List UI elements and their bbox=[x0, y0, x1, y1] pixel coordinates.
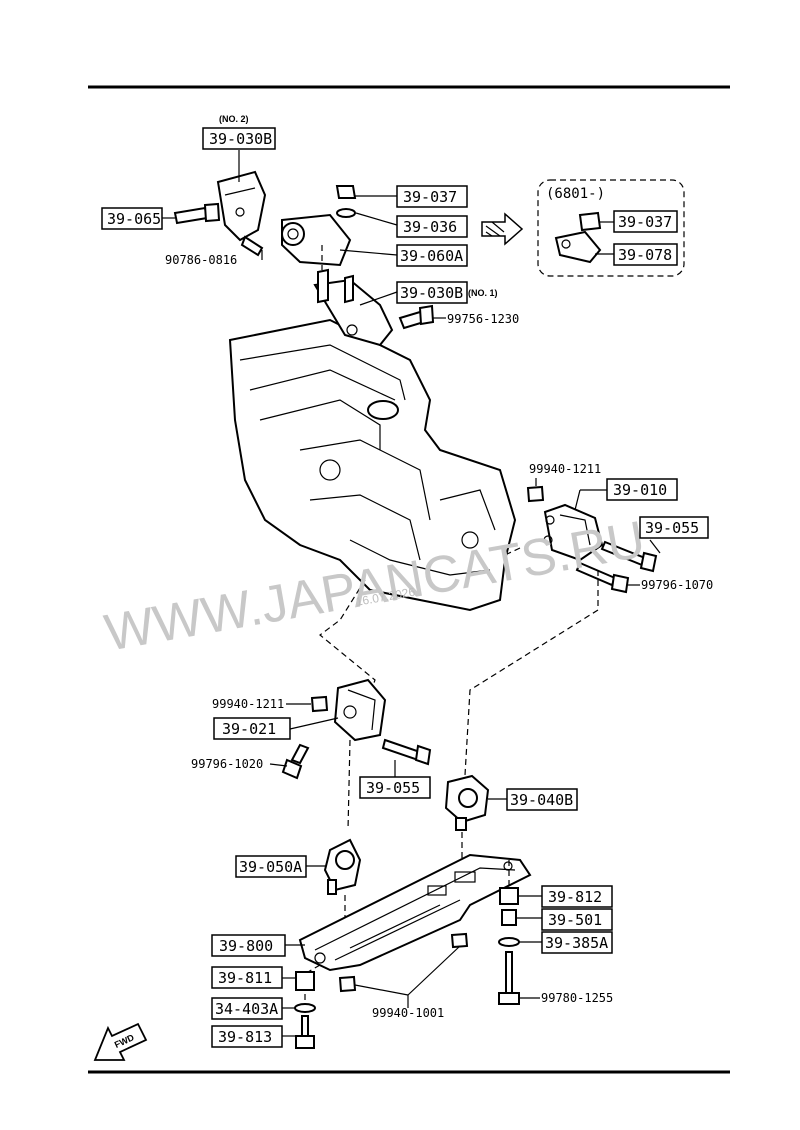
nut-99940-1211-upper bbox=[526, 485, 545, 503]
svg-text:39-812: 39-812 bbox=[548, 888, 602, 906]
mount-bracket-no2 bbox=[216, 170, 267, 242]
bolt-99780-1255 bbox=[498, 951, 540, 1005]
svg-text:39-055: 39-055 bbox=[645, 519, 699, 537]
part-box-39-065: 39-065 bbox=[101, 207, 163, 230]
bolt-99756-1230 bbox=[398, 304, 435, 330]
note-no1: (NO. 1) bbox=[468, 288, 498, 298]
svg-text:39-037: 39-037 bbox=[618, 213, 672, 231]
part-box-39-501: 39-501 bbox=[541, 908, 613, 931]
part-box-39-030B-top: 39-030B bbox=[202, 127, 276, 150]
note-variant: (6801-) bbox=[546, 186, 605, 202]
bolt-39-055-upper bbox=[600, 540, 658, 573]
svg-text:39-055: 39-055 bbox=[366, 779, 420, 797]
svg-text:39-037: 39-037 bbox=[403, 188, 457, 206]
part-box-39-055-lower: 39-055 bbox=[359, 776, 431, 799]
nut-99940-1001-right bbox=[450, 932, 469, 949]
bracket-39-030B-no1 bbox=[313, 268, 394, 347]
dashed-connect-mid bbox=[347, 739, 351, 831]
mount-39-021 bbox=[333, 678, 387, 742]
nut-39-037-top bbox=[335, 185, 357, 199]
svg-text:39-078: 39-078 bbox=[618, 246, 672, 264]
mount-39-050A bbox=[306, 838, 362, 895]
part-box-39-813: 39-813 bbox=[211, 1025, 283, 1048]
svg-text:39-060A: 39-060A bbox=[400, 247, 463, 265]
part-box-39-060A: 39-060A bbox=[396, 244, 468, 267]
svg-text:39-050A: 39-050A bbox=[239, 858, 302, 876]
part-box-39-030B-no1: 39-030B bbox=[396, 281, 468, 304]
part-box-34-403A: 34-403A bbox=[211, 997, 283, 1020]
part-box-39-036: 39-036 bbox=[396, 215, 468, 238]
mount-39-010 bbox=[543, 503, 604, 562]
label-90786-0816: 90786-0816 bbox=[165, 253, 237, 267]
mount-39-040B bbox=[444, 774, 507, 831]
svg-text:39-040B: 39-040B bbox=[510, 791, 573, 809]
label-99780-1255: 99780-1255 bbox=[541, 991, 613, 1005]
note-no2: (NO. 2) bbox=[219, 114, 249, 124]
part-box-39-812: 39-812 bbox=[541, 885, 613, 908]
leader-lines-mid bbox=[269, 703, 396, 778]
part-box-39-021: 39-021 bbox=[213, 717, 291, 740]
label-99940-1001: 99940-1001 bbox=[372, 1006, 444, 1020]
crossmember-39-800 bbox=[285, 853, 532, 972]
svg-text:39-030B: 39-030B bbox=[400, 284, 463, 302]
part-box-39-800: 39-800 bbox=[211, 934, 286, 957]
bolt-39-813 bbox=[282, 1015, 315, 1049]
label-99796-1020: 99796-1020 bbox=[191, 757, 263, 771]
svg-text:39-010: 39-010 bbox=[613, 481, 667, 499]
svg-text:39-021: 39-021 bbox=[222, 720, 276, 738]
bolt-39-065 bbox=[173, 202, 221, 225]
bushing-39-811 bbox=[282, 971, 315, 991]
svg-text:34-403A: 34-403A bbox=[215, 1000, 278, 1018]
leader-lines-right bbox=[535, 478, 661, 586]
svg-text:39-800: 39-800 bbox=[219, 937, 273, 955]
dashed-connect-813 bbox=[304, 964, 321, 1004]
svg-text:39-811: 39-811 bbox=[218, 969, 272, 987]
dashed-connect-right bbox=[464, 547, 599, 776]
svg-text:39-030B: 39-030B bbox=[209, 130, 272, 148]
bolt-90786-0816 bbox=[240, 235, 264, 257]
part-box-39-078: 39-078 bbox=[613, 243, 678, 266]
part-box-39-811: 39-811 bbox=[211, 966, 283, 989]
bolt-99796-1070 bbox=[575, 561, 630, 594]
nut-99940-1211-lower bbox=[310, 695, 329, 713]
part-box-39-010: 39-010 bbox=[606, 478, 678, 501]
label-99756-1230: 99756-1230 bbox=[447, 312, 519, 326]
part-box-39-037-variant: 39-037 bbox=[613, 210, 678, 233]
svg-text:39-813: 39-813 bbox=[218, 1028, 272, 1046]
svg-text:39-501: 39-501 bbox=[548, 911, 602, 929]
washer-39-036 bbox=[336, 208, 356, 218]
nut-39-037-variant bbox=[578, 211, 602, 232]
part-box-39-385A: 39-385A bbox=[541, 931, 613, 954]
svg-text:39-385A: 39-385A bbox=[545, 934, 608, 952]
part-box-39-040B: 39-040B bbox=[506, 788, 578, 811]
engine-assembly-drawing bbox=[228, 318, 517, 612]
bolt-39-055-lower bbox=[381, 738, 432, 766]
part-box-39-055-upper: 39-055 bbox=[639, 516, 709, 539]
svg-text:39-036: 39-036 bbox=[403, 218, 457, 236]
variant-detail-frame bbox=[537, 179, 685, 277]
collar-39-501 bbox=[501, 909, 542, 926]
label-99940-1211-upper: 99940-1211 bbox=[529, 462, 601, 476]
part-box-39-050A: 39-050A bbox=[235, 855, 307, 878]
washer-39-385A bbox=[498, 937, 542, 947]
leader-lines-bottom bbox=[354, 945, 461, 1008]
washer-34-403A bbox=[282, 1003, 316, 1013]
leader-lines-top bbox=[162, 150, 446, 319]
svg-text:39-065: 39-065 bbox=[107, 210, 161, 228]
fwd-arrow-icon: FWD bbox=[93, 1022, 148, 1061]
nut-99940-1001-left bbox=[338, 975, 357, 993]
bolt-99796-1020 bbox=[281, 743, 310, 780]
label-99940-1211-lower: 99940-1211 bbox=[212, 697, 284, 711]
plate-39-078 bbox=[554, 221, 614, 264]
detail-arrow bbox=[481, 212, 524, 246]
mount-39-060A bbox=[281, 213, 352, 267]
bushing-39-812 bbox=[499, 887, 542, 905]
label-99796-1070: 99796-1070 bbox=[641, 578, 713, 592]
part-box-39-037-top: 39-037 bbox=[396, 185, 468, 208]
